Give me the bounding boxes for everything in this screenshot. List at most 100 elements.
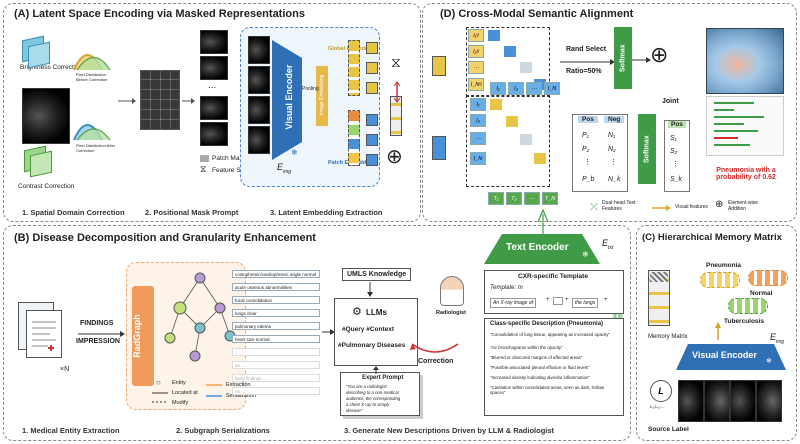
top-token-n: I_N (544, 82, 560, 95)
pos-neg-table (572, 114, 628, 192)
subgraph-item-2: focal consolidation (232, 296, 320, 304)
dual-head-icon: ⤫ (590, 202, 598, 213)
patch-mask-icon (200, 155, 209, 162)
patch-diag-3 (520, 134, 532, 145)
joint-label: Joint (662, 98, 679, 105)
ratio-label: Ratio=50% (566, 68, 602, 75)
description-0: "Consolidation of lung tissue, appearing… (490, 332, 611, 337)
pulmonary-label: #Pulmonary Diseases (338, 342, 406, 349)
neg-row-2: N₂ (608, 146, 616, 153)
correction-arc (410, 343, 459, 353)
ig-2: I₂ᵍ (468, 45, 484, 58)
brightness-layer-2 (28, 41, 50, 69)
t-label-1: T₁ (488, 192, 504, 205)
expert-prompt-title: Expert Prompt (362, 375, 404, 381)
template-prefix: An X-ray image of (490, 298, 537, 308)
subgraph-item-9: no ... (232, 387, 320, 395)
description-4: "Increased density indicating alveolar i… (490, 375, 591, 380)
template-plus-1: + (546, 297, 550, 303)
s-header: Pos (668, 121, 686, 128)
subgraph-item-7: no ... (232, 361, 320, 369)
panel-a-step2: 2. Positional Mask Prompt (145, 208, 239, 217)
visual-encoder-trapezoid (272, 40, 302, 160)
subgraph-item-1: acute osseous abnormalities (232, 283, 320, 291)
source-label-circle: L (650, 380, 672, 402)
encoder-input-4 (248, 126, 270, 154)
source-label: Source Label (648, 426, 689, 433)
feature-column (390, 96, 402, 136)
global-stack-3 (366, 82, 378, 94)
i-label-1: I₁ (470, 98, 486, 111)
global-diag-2 (504, 46, 516, 57)
arrow-encoder-memory (715, 322, 721, 340)
hourglass-icon: ⧖ (200, 164, 207, 174)
global-stack-2 (366, 62, 378, 74)
subgraph-item-8: bony findings ... (232, 374, 320, 382)
normal-cluster (748, 270, 788, 286)
patch-grid (140, 70, 180, 130)
panel-b (3, 225, 631, 441)
neg-row-1: N₁ (608, 132, 616, 139)
hourglass-a: ⧖ (391, 54, 401, 70)
cxr-template-title: CXR-specific Template (518, 273, 588, 280)
patch-stack-3 (366, 154, 378, 166)
patch-matrix (466, 95, 550, 187)
llm-icon: ⚙ (352, 306, 362, 318)
t-label-3: ⋯ (524, 192, 540, 205)
expert-line-3: a chest X-ray to simply (346, 402, 390, 407)
encoder-input-1 (248, 36, 270, 64)
t-label-n: T_N (542, 192, 558, 205)
neg-row-k: N_k (608, 176, 621, 183)
masked-image-2 (200, 56, 228, 80)
expert-line-0: "You are a radiologist (346, 384, 387, 389)
dual-head-label: Dual-head Text Features (602, 200, 636, 212)
snowflake-icon-c: ❄ (766, 358, 772, 365)
subgraph-item-4: pulmonary edema (232, 322, 320, 330)
ig-n: I_Nᵍ (468, 78, 484, 91)
panel-c-title: (C) Hierarchical Memory Matrix (642, 232, 782, 243)
template-slot (553, 297, 563, 305)
feature-search-label: Feature Search (212, 167, 257, 174)
pos-header: Pos (578, 116, 598, 123)
pos-row-3: ⋮ (584, 159, 591, 166)
image-embedding-label: Image Embedding (319, 74, 325, 116)
addition-icon-a: ⊕ (386, 146, 403, 168)
patch-diag-2 (506, 116, 518, 127)
encoder-input-2 (248, 66, 270, 94)
e-txt-label: Etxt (602, 238, 614, 251)
subgraph-item-0: costophrenic/cardiophrenic angle normal (232, 270, 320, 278)
brightness-correction-label: Brightness Correction (20, 64, 83, 71)
panel-b-step2: 2. Subgraph Serializations (176, 426, 270, 435)
radiologist-avatar (440, 276, 464, 306)
panel-b-step1: 1. Medical Entity Extraction (22, 426, 120, 435)
neg-row-3: ⋮ (610, 159, 617, 166)
visual-features-label: Visual features (675, 204, 708, 210)
snowflake-icon-txt: ❄ (582, 250, 589, 259)
modify-legend: Modify (172, 400, 189, 406)
probability-bars (714, 102, 764, 146)
t-label-2: T₂ (506, 192, 522, 205)
text-encoder-label: Text Encoder (506, 242, 569, 253)
pneumonia-cluster-label: Pneumonia (706, 262, 742, 269)
tuberculosis-cluster-label: Tuberculosis (724, 318, 764, 325)
heatmap-xray (706, 28, 784, 94)
masked-image-4 (200, 122, 228, 146)
top-token-2: I₂ (508, 82, 524, 95)
patch-stack-1 (366, 114, 378, 126)
impression-label: IMPRESSION (76, 338, 120, 345)
text-encoder-shape (484, 234, 600, 264)
chest-xray-input (22, 88, 70, 144)
encoder-input-3 (248, 96, 270, 124)
description-5: "Cavitation within consolidated areas, s… (490, 385, 605, 395)
rand-select-label: Rand Select (566, 46, 607, 53)
top-token-3: ⋯ (526, 82, 542, 95)
snowflake-icon-a: ❄ (291, 148, 298, 157)
memory-matrix-stripes (650, 272, 668, 282)
description-1: "Air bronchograms within the opacity" (490, 345, 563, 350)
pos-row-2: P₂ (582, 146, 590, 153)
pneumonia-probability: Pneumonia with a probability of 0.62 (716, 167, 776, 181)
located-at-legend: Located at (172, 390, 198, 396)
softmax-1: Softmax (614, 27, 632, 89)
ig-1: I₁ᵍ (468, 29, 484, 42)
normal-cluster-label: Normal (750, 290, 773, 297)
